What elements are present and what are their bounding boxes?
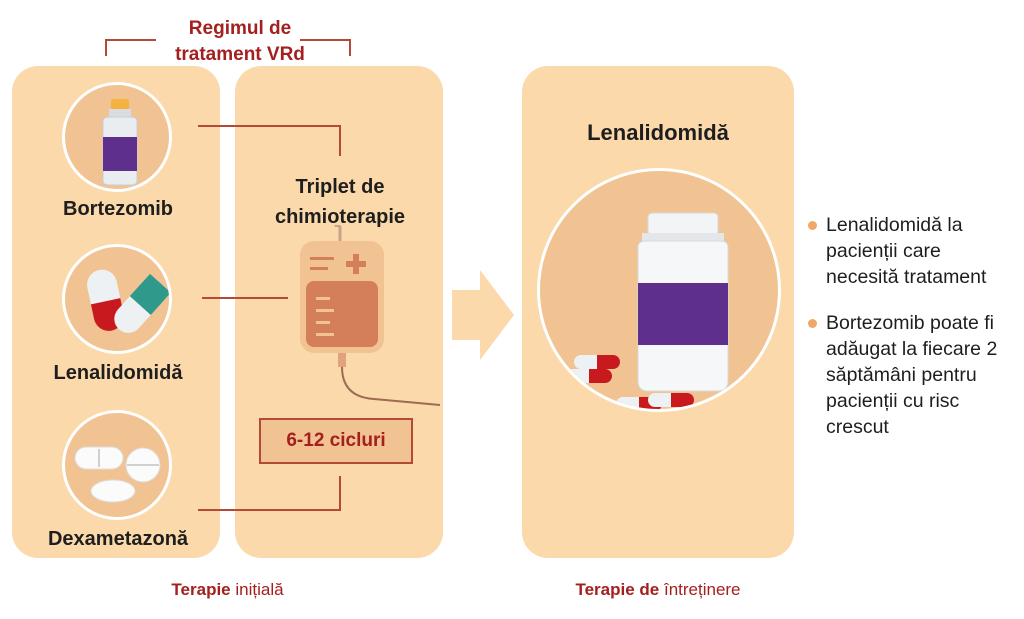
maintenance-therapy-bold: Terapie de xyxy=(575,580,660,599)
bullet-dot-icon xyxy=(808,319,817,328)
arrow-right-icon xyxy=(452,270,514,360)
maintenance-notes: Lenalidomidă la pacienții care necesită … xyxy=(808,212,1018,460)
regimen-title: Regimul de tratament VRd xyxy=(140,16,340,68)
maintenance-therapy-rest: întreținere xyxy=(659,580,741,599)
drug-label-dexamethasone: Dexametazonă xyxy=(47,528,189,550)
cycles-label: 6-12 cicluri xyxy=(286,430,386,451)
note-text: Lenalidomidă la pacienții care necesită … xyxy=(826,214,987,288)
vial-icon xyxy=(102,99,138,186)
maintenance-therapy-label: Terapie de întreținere xyxy=(522,580,794,600)
lenalidomide-circle xyxy=(62,244,172,354)
tablets-icon xyxy=(74,446,161,503)
maintenance-title: Lenalidomidă xyxy=(587,120,729,145)
regimen-title-line1: Regimul de xyxy=(188,18,292,39)
note-item: Lenalidomidă la pacienții care necesită … xyxy=(808,212,1018,290)
triplet-title-line2: chimioterapie xyxy=(274,206,406,228)
triplet-title-line1: Triplet de xyxy=(295,176,385,198)
bortezomib-circle xyxy=(62,82,172,192)
regimen-title-line2: tratament VRd xyxy=(175,44,305,65)
initial-therapy-rest: inițială xyxy=(230,580,284,599)
cycles-box: 6-12 cicluri xyxy=(259,418,413,464)
regimen-bracket xyxy=(105,39,351,56)
initial-therapy-bold: Terapie xyxy=(171,580,231,599)
note-text: Bortezomib poate fi adăugat la fiecare 2… xyxy=(826,312,998,438)
triplet-title: Triplet de chimioterapie xyxy=(245,172,435,232)
maintenance-circle xyxy=(537,168,781,412)
note-item: Bortezomib poate fi adăugat la fiecare 2… xyxy=(808,310,1018,440)
pill-bottle-icon xyxy=(566,212,729,409)
dexamethasone-circle xyxy=(62,410,172,520)
bullet-dot-icon xyxy=(808,221,817,230)
iv-bag-icon xyxy=(300,225,440,406)
drug-label-lenalidomide: Lenalidomidă xyxy=(53,362,183,384)
drug-label-bortezomib: Bortezomib xyxy=(63,198,173,220)
capsules-icon xyxy=(87,269,169,333)
initial-therapy-label: Terapie inițială xyxy=(12,580,443,600)
